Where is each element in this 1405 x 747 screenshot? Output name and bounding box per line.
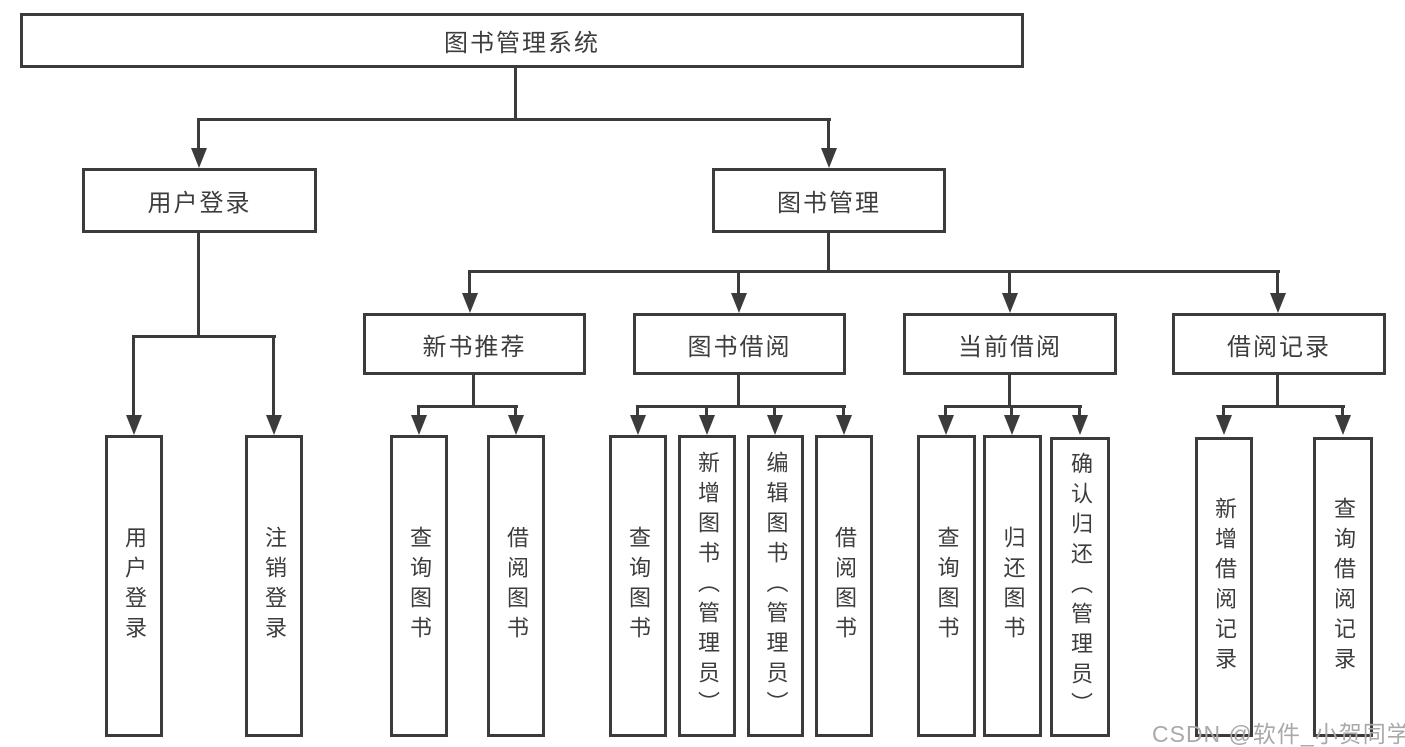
leaf-label: 确认归还（管理员） [1068,452,1093,722]
arrow-to-user-login [190,120,207,168]
leaf-edit-books-admin: 编辑图书（管理员） [747,435,804,737]
connector-user-login-drop [197,232,200,338]
leaf-query-books-1: 查询图书 [390,435,448,737]
leaf-add-borrow-record: 新增借阅记录 [1195,437,1253,737]
node-label: 图书借阅 [687,333,792,361]
connector-new-book-drop [472,374,475,408]
arrow-to-book-borrow [730,272,747,313]
connector-borrow-records-split [1222,405,1345,408]
arrow-to-query-books-1 [410,407,427,435]
arrow-to-query-books-3 [937,407,954,435]
leaf-label: 注销登录 [262,526,287,646]
arrow-to-return-books [1003,407,1020,435]
connector-book-management-split [468,270,1280,273]
arrow-to-add-books [698,407,715,435]
arrow-to-query-books-2 [629,407,646,435]
arrow-to-edit-books [766,407,783,435]
arrow-to-current-borrow [1001,272,1018,313]
leaf-label: 归还图书 [1000,526,1026,646]
leaf-label: 编辑图书（管理员） [763,451,789,721]
leaf-label: 借阅图书 [504,526,529,646]
arrow-to-user-login-leaf [125,337,142,435]
node-library-management-system: 图书管理系统 [20,13,1024,68]
connector-borrow-records-drop [1276,374,1279,408]
arrow-to-borrow-records [1269,272,1286,313]
node-label: 用户登录 [147,190,252,217]
leaf-query-borrow-record: 查询借阅记录 [1313,437,1373,737]
arrow-to-query-borrow-record [1334,407,1351,435]
leaf-label: 查询图书 [407,526,432,646]
node-label: 图书管理 [777,190,881,217]
connector-user-login-split [132,335,276,338]
arrow-to-book-management [820,120,837,168]
leaf-confirm-return-admin: 确认归还（管理员） [1050,437,1110,737]
node-label: 借阅记录 [1227,333,1331,361]
connector-root-drop [514,68,517,121]
leaf-label: 新增借阅记录 [1212,497,1237,677]
leaf-return-books: 归还图书 [983,435,1042,737]
arrow-to-add-borrow-record [1215,407,1232,435]
leaf-label: 查询借阅记录 [1331,497,1356,677]
node-label: 新书推荐 [422,333,527,361]
node-label: 当前借阅 [958,333,1062,361]
arrow-to-new-book-recommend [461,272,478,313]
node-book-borrow: 图书借阅 [633,313,846,375]
leaf-label: 查询图书 [934,526,960,646]
arrow-to-borrow-books-2 [835,407,852,435]
arrow-to-logout-leaf [265,337,282,435]
node-label: 图书管理系统 [444,30,600,57]
node-current-borrow: 当前借阅 [903,313,1117,375]
connector-current-borrow-drop [1008,374,1011,408]
arrow-to-borrow-books-1 [507,407,524,435]
node-book-management: 图书管理 [712,168,946,233]
leaf-label: 用户登录 [122,526,147,646]
leaf-label: 借阅图书 [832,526,857,646]
node-borrow-records: 借阅记录 [1172,313,1386,375]
leaf-label: 新增图书（管理员） [695,451,720,721]
arrow-to-confirm-return [1071,407,1088,435]
leaf-logout: 注销登录 [245,435,303,737]
leaf-user-login: 用户登录 [105,435,163,737]
leaf-borrow-books-1: 借阅图书 [487,435,545,737]
connector-book-borrow-drop [737,374,740,408]
leaf-query-books-3: 查询图书 [917,435,976,737]
connector-new-book-split [417,405,518,408]
leaf-label: 查询图书 [626,526,651,646]
node-user-login: 用户登录 [82,168,317,233]
connector-book-management-drop [827,232,830,273]
connector-book-borrow-split [636,405,846,408]
connector-root-split [197,118,831,121]
csdn-watermark: CSDN @软件_小贺同学 [1152,721,1405,747]
leaf-query-books-2: 查询图书 [609,435,667,737]
leaf-add-books-admin: 新增图书（管理员） [678,435,736,737]
node-new-book-recommend: 新书推荐 [363,313,586,375]
connector-current-borrow-split [944,405,1082,408]
leaf-borrow-books-2: 借阅图书 [815,435,873,737]
